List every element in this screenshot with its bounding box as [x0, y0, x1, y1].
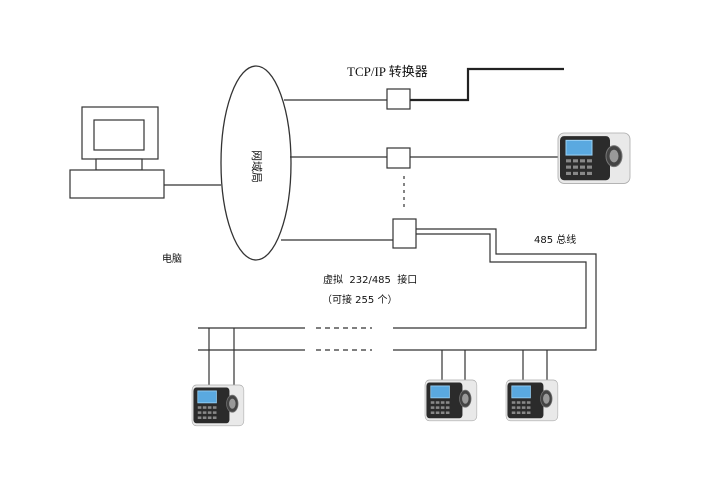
bus-line-inner — [393, 233, 587, 329]
lan-cloud — [220, 65, 292, 261]
converter-top-output — [410, 67, 564, 102]
capacity-label: （可接 255 个） — [322, 293, 397, 306]
converter-box-top — [386, 88, 411, 110]
lan-label: 网域局 — [250, 150, 263, 183]
fingerprint-terminal-icon — [557, 132, 631, 184]
converter-box-middle — [386, 147, 411, 169]
converter-label: TCP/IP 转换器 — [347, 64, 428, 79]
converter-box-bottom — [392, 218, 417, 249]
computer-icon — [69, 106, 165, 199]
bus-label: 485 总线 — [534, 233, 576, 246]
bus-line-outer — [393, 228, 597, 351]
computer-label: 电脑 — [162, 252, 182, 265]
fingerprint-terminal-icon — [424, 379, 478, 422]
virtual-port-label: 虚拟 232/485 接口 — [323, 273, 417, 286]
fingerprint-terminal-icon — [505, 379, 559, 422]
fingerprint-terminal-icon — [191, 384, 245, 427]
